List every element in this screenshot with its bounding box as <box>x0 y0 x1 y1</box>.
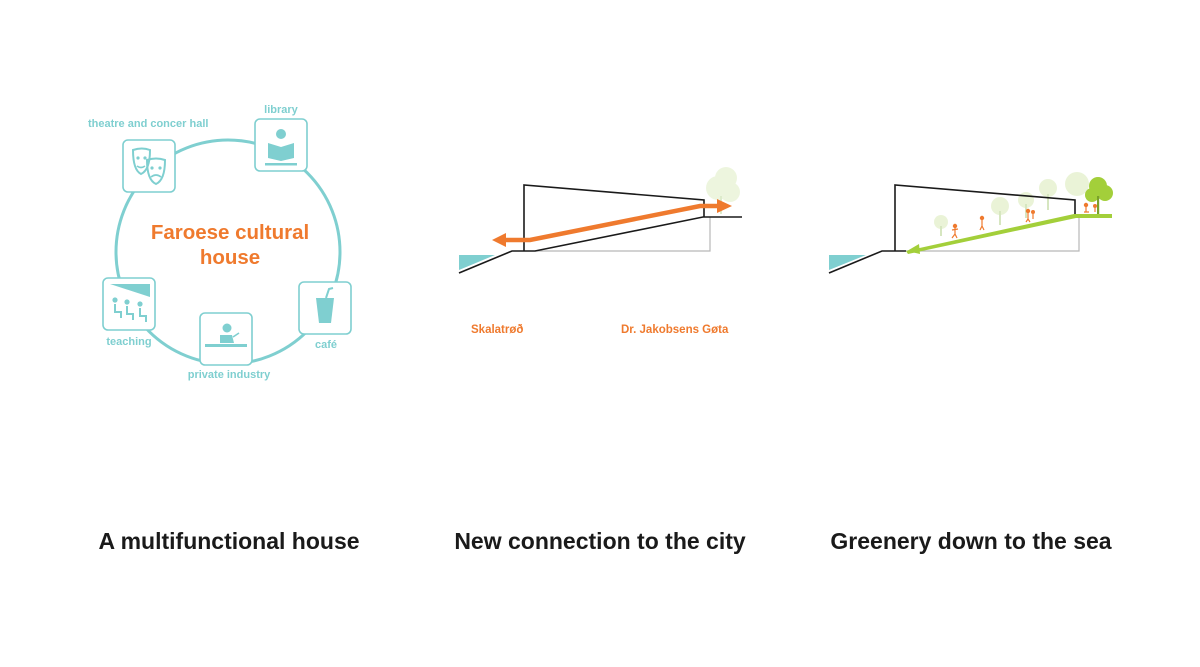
theatre-node: theatre and concer hall <box>88 118 208 193</box>
theatre-label: theatre and concer hall <box>88 118 208 130</box>
connection-path <box>505 203 718 243</box>
drink-cup-icon <box>316 287 334 323</box>
green-slope <box>906 214 1112 254</box>
panel-greenery: Greenery down to the sea <box>828 172 1113 554</box>
center-title-line1: Faroese cultural <box>151 221 309 244</box>
panel-new-connection: Skalatrøð Dr. Jakobsens Gøta New connect… <box>454 167 746 554</box>
caption-multifunctional-house: A multifunctional house <box>98 528 359 554</box>
terrain-line <box>458 216 742 274</box>
people-icon <box>951 202 1097 239</box>
caption-new-connection: New connection to the city <box>454 528 746 554</box>
foundation-outline <box>535 217 711 252</box>
foundation-outline <box>906 217 1080 252</box>
theatre-icon-box <box>122 139 176 193</box>
skalatrod-label: Skalatrøð <box>471 324 523 336</box>
dr-jakobsens-gota-label: Dr. Jakobsens Gøta <box>621 324 729 336</box>
cafe-label: café <box>315 339 337 351</box>
reading-person-icon <box>265 129 297 166</box>
terrain-line <box>828 250 906 274</box>
classroom-icon <box>110 284 150 322</box>
building-outline <box>523 184 705 251</box>
private-industry-label: private industry <box>188 369 271 381</box>
cafe-node: café <box>298 281 352 351</box>
theatre-masks-icon <box>131 147 167 186</box>
building-outline <box>894 184 1076 251</box>
sea-water <box>829 255 866 270</box>
library-label: library <box>264 104 299 116</box>
arrow-left-icon <box>907 244 920 254</box>
panel-multifunctional-house: Faroese cultural house library <box>88 104 360 554</box>
private-industry-node: private industry <box>188 312 271 381</box>
teaching-node: teaching <box>102 277 156 348</box>
library-node: library <box>254 104 308 172</box>
sea-water <box>459 255 495 270</box>
desk-worker-icon <box>205 323 247 347</box>
teaching-label: teaching <box>106 336 151 348</box>
caption-greenery: Greenery down to the sea <box>830 528 1111 554</box>
arrow-left-icon <box>492 233 506 247</box>
tree-icon <box>934 172 1089 236</box>
tree-icon <box>1085 177 1113 214</box>
arrow-right-icon <box>717 199 732 213</box>
center-title-line2: house <box>200 246 260 269</box>
